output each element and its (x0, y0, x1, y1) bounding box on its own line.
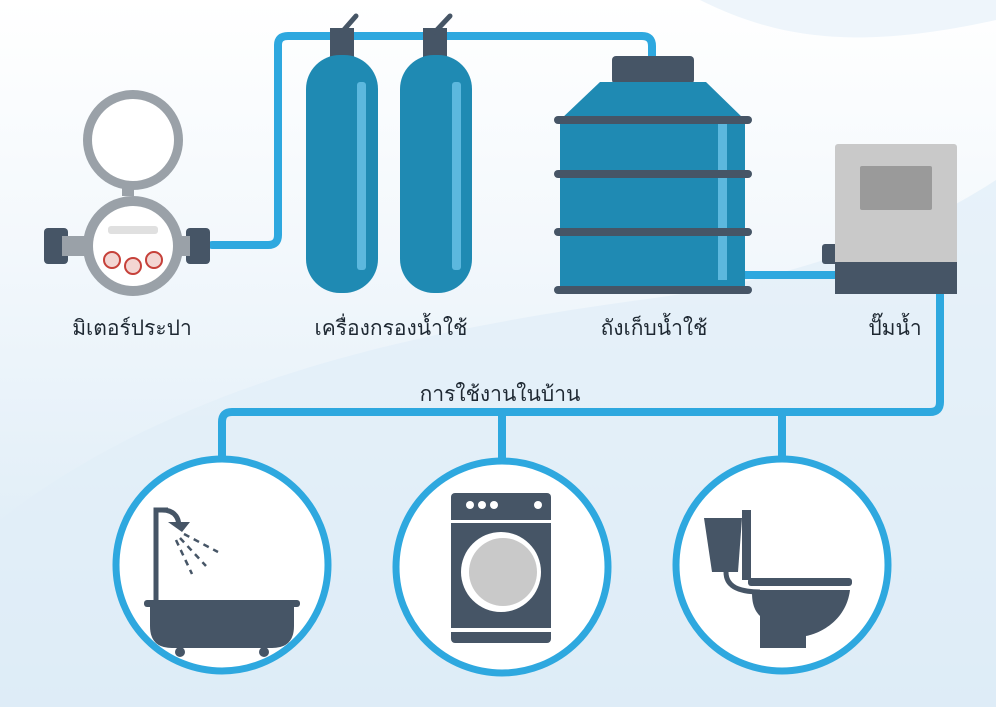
label-water-pump: ปั๊มน้ำ (868, 312, 921, 340)
label-filter: เครื่องกรองน้ำใช้ (315, 313, 468, 340)
washing-machine-icon (451, 493, 551, 643)
bathtub-shower-icon (144, 507, 300, 657)
pipe-meter-to-tank (208, 32, 656, 249)
label-water-meter: มิเตอร์ประปา (72, 316, 192, 340)
pipe-household-main (218, 286, 944, 464)
storage-tank-icon (554, 56, 752, 294)
water-meter-icon (44, 90, 210, 296)
label-storage-tank: ถังเก็บน้ำใช้ (601, 313, 708, 340)
filter-tank-icon (306, 13, 378, 293)
filter-tank-icon (400, 13, 472, 293)
label-household-use: การใช้งานในบ้าน (420, 382, 581, 406)
toilet-icon (704, 510, 852, 648)
water-pump-icon (822, 144, 957, 294)
background-wave-top (700, 0, 996, 38)
pipe-network (208, 32, 944, 466)
